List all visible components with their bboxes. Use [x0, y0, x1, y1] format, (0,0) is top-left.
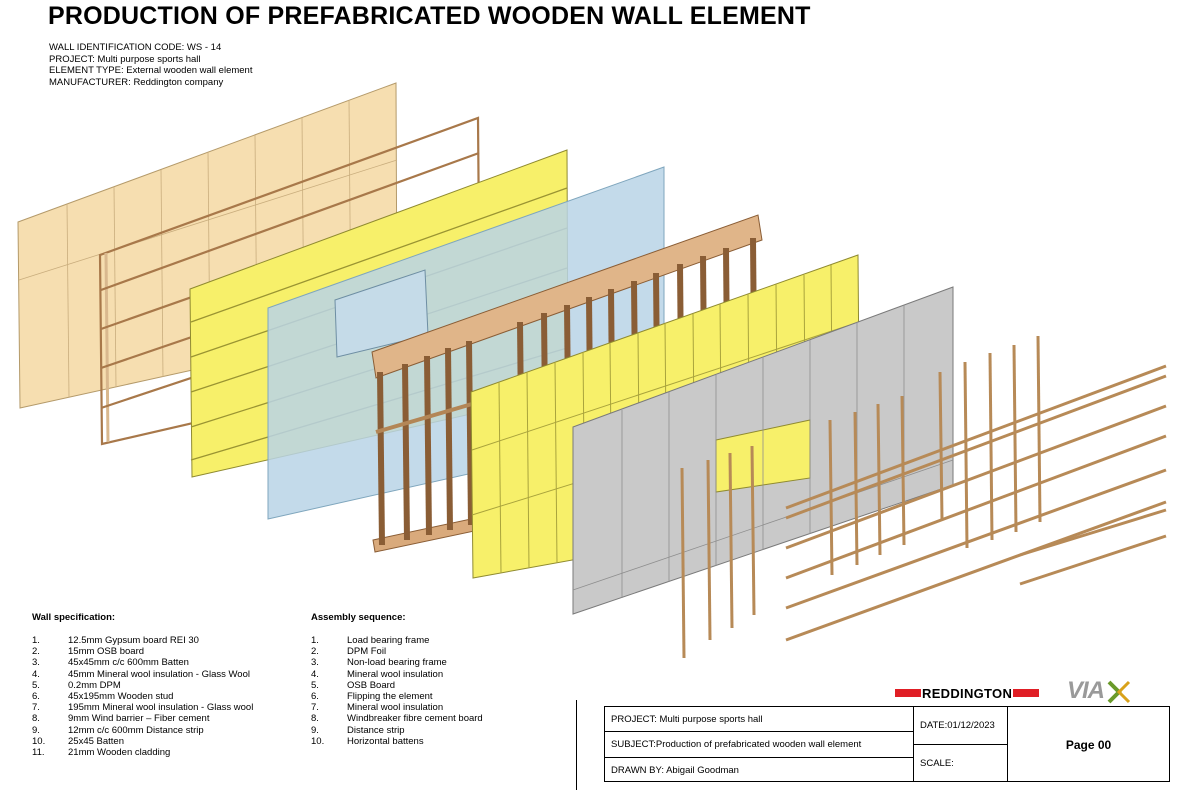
spec-num: 6. — [32, 690, 40, 702]
spec-item: 9. 12mm c/c 600mm Distance strip — [32, 725, 253, 736]
spec-text: 25x45 Batten — [68, 735, 124, 747]
manufacturer-label: MANUFACTURER: Reddington company — [49, 76, 224, 88]
title-block-subject: SUBJECT:Production of prefabricated wood… — [605, 732, 914, 758]
layer-horizontal-battens — [785, 364, 1167, 642]
title-block-date: DATE:01/12/2023 — [914, 707, 1008, 745]
logo-red-bar-left — [895, 689, 921, 697]
spec-item: 8. 9mm Wind barrier – Fiber cement — [32, 713, 253, 724]
assembly-item: 7. Mineral wool insulation — [311, 702, 483, 713]
spec-text: 12mm c/c 600mm Distance strip — [68, 724, 204, 736]
spec-item: 3. 45x45mm c/c 600mm Batten — [32, 657, 253, 668]
layer-distance-strips — [680, 335, 1042, 659]
spec-text: 15mm OSB board — [68, 646, 145, 658]
assembly-item: 6. Flipping the element — [311, 691, 483, 702]
assembly-item: 4. Mineral wool insulation — [311, 669, 483, 680]
spec-text: 45x195mm Wooden stud — [68, 690, 174, 702]
assembly-num: 6. — [311, 690, 319, 702]
spec-num: 4. — [32, 668, 40, 680]
assembly-text: Mineral wool insulation — [347, 702, 444, 714]
page-title: PRODUCTION OF PREFABRICATED WOODEN WALL … — [48, 2, 811, 30]
assembly-text: DPM Foil — [347, 646, 387, 658]
spec-text: 21mm Wooden cladding — [68, 746, 171, 758]
assembly-num: 4. — [311, 668, 319, 680]
reddington-logo: REDDINGTON — [895, 685, 1040, 701]
assembly-item: 2. DPM Foil — [311, 646, 483, 657]
spec-num: 1. — [32, 635, 40, 646]
spec-item: 7. 195mm Mineral wool insulation - Glass … — [32, 702, 253, 713]
spec-item: 2. 15mm OSB board — [32, 646, 253, 657]
spec-text: 12.5mm Gypsum board REI 30 — [68, 635, 199, 646]
spec-text: 195mm Mineral wool insulation - Glass wo… — [68, 702, 254, 714]
spec-num: 8. — [32, 713, 40, 725]
spec-item: 10. 25x45 Batten — [32, 736, 253, 747]
spec-num: 7. — [32, 702, 40, 714]
assembly-num: 1. — [311, 635, 319, 646]
logo-red-bar-right — [1013, 689, 1040, 697]
spec-num: 9. — [32, 724, 40, 736]
assembly-text: Mineral wool insulation — [347, 668, 444, 680]
assembly-item: 9. Distance strip — [311, 725, 483, 736]
spec-item: 4. 45mm Mineral wool insulation - Glass W… — [32, 669, 253, 680]
element-type-label: ELEMENT TYPE: External wooden wall eleme… — [49, 65, 253, 76]
assembly-item: 5. OSB Board — [311, 680, 483, 691]
spec-text: 9mm Wind barrier – Fiber cement — [68, 713, 210, 725]
via-logo: VIA — [1067, 677, 1133, 705]
title-block: PROJECT: Multi purpose sports hall SUBJE… — [604, 706, 1170, 782]
frame-corner-line — [576, 700, 577, 790]
reddington-logo-text: REDDINGTON — [922, 685, 1013, 701]
assembly-text: Load bearing frame — [347, 635, 430, 646]
assembly-text: OSB Board — [347, 679, 396, 691]
project-label: PROJECT: Multi purpose sports hall — [49, 53, 201, 65]
assembly-item: 8. Windbreaker fibre cement board — [311, 713, 483, 724]
assembly-sequence-heading: Assembly sequence: — [311, 612, 406, 623]
spec-text: 45mm Mineral wool insulation - Glass Woo… — [68, 668, 250, 680]
assembly-num: 10. — [311, 735, 325, 747]
assembly-num: 9. — [311, 724, 319, 736]
title-block-drawn-by: DRAWN BY: Abigail Goodman — [605, 758, 914, 782]
spec-num: 3. — [32, 657, 40, 669]
assembly-text: Non-load bearing frame — [347, 657, 447, 669]
assembly-num: 7. — [311, 702, 319, 714]
assembly-num: 8. — [311, 713, 319, 725]
assembly-text: Distance strip — [347, 724, 405, 736]
assembly-num: 2. — [311, 646, 319, 658]
title-block-project: PROJECT: Multi purpose sports hall — [605, 707, 914, 732]
spec-item: 5. 0.2mm DPM — [32, 680, 253, 691]
spec-item: 1. 12.5mm Gypsum board REI 30 — [32, 635, 253, 646]
assembly-num: 5. — [311, 679, 319, 691]
wall-metadata: WALL IDENTIFICATION CODE: WS - 14 PROJEC… — [49, 42, 252, 88]
via-chevron-icon — [1107, 680, 1130, 704]
title-block-page-number: Page 00 — [1065, 737, 1112, 752]
spec-text: 0.2mm DPM — [68, 679, 121, 691]
assembly-item: 10. Horizontal battens — [311, 736, 483, 747]
spec-text: 45x45mm c/c 600mm Batten — [68, 657, 189, 669]
wall-id-label: WALL IDENTIFICATION CODE: WS - 14 — [49, 42, 222, 53]
title-block-scale: SCALE: — [914, 745, 1008, 782]
spec-num: 10. — [32, 735, 46, 747]
assembly-text: Flipping the element — [347, 690, 433, 702]
spec-num: 11. — [32, 746, 45, 758]
spec-num: 2. — [32, 646, 40, 658]
assembly-text: Windbreaker fibre cement board — [347, 713, 483, 725]
spec-item: 6. 45x195mm Wooden stud — [32, 691, 253, 702]
via-logo-text: VIA — [1067, 677, 1104, 704]
wall-specification-list: Wall specification: 1. 12.5mm Gypsum boar… — [32, 612, 253, 758]
spec-item: 11. 21mm Wooden cladding — [32, 747, 253, 758]
wall-specification-heading: Wall specification: — [32, 612, 116, 623]
spec-num: 5. — [32, 679, 40, 691]
assembly-num: 3. — [311, 657, 319, 669]
assembly-sequence-list: Assembly sequence: 1.Load bearing frame … — [311, 612, 483, 747]
assembly-item: 1. Load bearing frame — [311, 635, 483, 646]
assembly-text: Horizontal battens — [347, 735, 424, 747]
assembly-item: 3. Non-load bearing frame — [311, 657, 483, 668]
